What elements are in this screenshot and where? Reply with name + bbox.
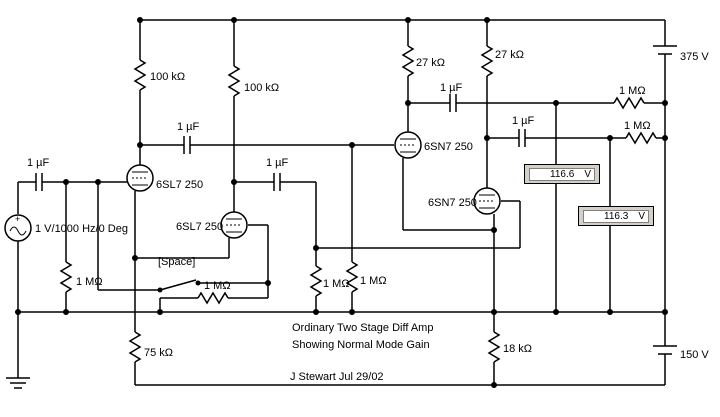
c-couple2-label: 1 µF xyxy=(266,157,289,169)
voltmeter-1[interactable]: 116.6 V xyxy=(524,164,600,184)
r-out2-label: 1 MΩ xyxy=(624,120,651,132)
output-resistor-2 xyxy=(625,131,665,145)
grid-resistor-4 xyxy=(345,145,359,312)
battery-375v xyxy=(653,20,677,312)
c-couple1-label: 1 µF xyxy=(177,121,200,133)
credit-line: J Stewart Jul 29/02 xyxy=(290,371,384,383)
title-line-1: Ordinary Two Stage Diff Amp xyxy=(292,322,433,334)
ground-symbol xyxy=(6,312,30,389)
voltmeter-1-unit: V xyxy=(584,169,591,180)
r-switch-label: 1 MΩ xyxy=(204,280,231,292)
r-cathode2-label: 18 kΩ xyxy=(503,343,532,355)
r-plate3-label: 27 kΩ xyxy=(416,57,445,69)
voltmeter-2-unit: V xyxy=(638,211,645,222)
r-cathode1-label: 75 kΩ xyxy=(144,347,173,359)
title-line-2: Showing Normal Mode Gain xyxy=(292,339,430,351)
tube-v4-label: 6SN7 250 xyxy=(428,197,477,209)
battery-150v xyxy=(653,312,677,385)
tube-v1 xyxy=(126,164,154,192)
c-out1-label: 1 µF xyxy=(440,82,463,94)
svg-text:+: + xyxy=(15,214,20,224)
c-in-label: 1 µF xyxy=(27,157,50,169)
tube-v1-label: 6SL7 250 xyxy=(156,179,203,191)
tube-v2-label: 6SL7 250 xyxy=(176,221,223,233)
c-out2-label: 1 µF xyxy=(512,115,535,127)
output-resistor-1 xyxy=(613,96,665,110)
input-switch[interactable] xyxy=(97,182,268,293)
r-grid4-label: 1 MΩ xyxy=(360,275,387,287)
tube-v2 xyxy=(220,211,248,239)
r-plate1-label: 100 kΩ xyxy=(150,71,185,83)
r-grid3-label: 1 MΩ xyxy=(323,278,350,290)
switch-resistor xyxy=(159,283,269,312)
coupling-capacitor-2 xyxy=(273,173,281,191)
ac-source: + xyxy=(4,182,32,312)
coupling-capacitor-1 xyxy=(183,136,191,154)
voltmeter-1-value: 116.6 xyxy=(550,169,575,180)
voltmeter-2-value: 116.3 xyxy=(604,211,629,222)
tube-v4 xyxy=(473,187,501,215)
grid-resistor-input xyxy=(59,182,73,312)
grid-resistor-3 xyxy=(309,248,323,312)
supply-375-label: 375 V xyxy=(680,51,709,63)
output-capacitor-1 xyxy=(449,94,457,112)
voltmeter-2[interactable]: 116.3 V xyxy=(578,206,654,226)
source-label: 1 V/1000 Hz/0 Deg xyxy=(35,223,128,235)
r-out1-label: 1 MΩ xyxy=(619,85,646,97)
r-grid-in-label: 1 MΩ xyxy=(76,276,103,288)
tube-v3 xyxy=(394,131,422,159)
r-plate4-label: 27 kΩ xyxy=(495,49,524,61)
supply-150-label: 150 V xyxy=(680,349,709,361)
input-capacitor xyxy=(35,173,43,191)
r-plate2-label: 100 kΩ xyxy=(244,82,279,94)
output-capacitor-2 xyxy=(518,129,526,147)
switch-key-label: [Space] xyxy=(158,256,195,268)
tube-v3-label: 6SN7 250 xyxy=(424,141,473,153)
